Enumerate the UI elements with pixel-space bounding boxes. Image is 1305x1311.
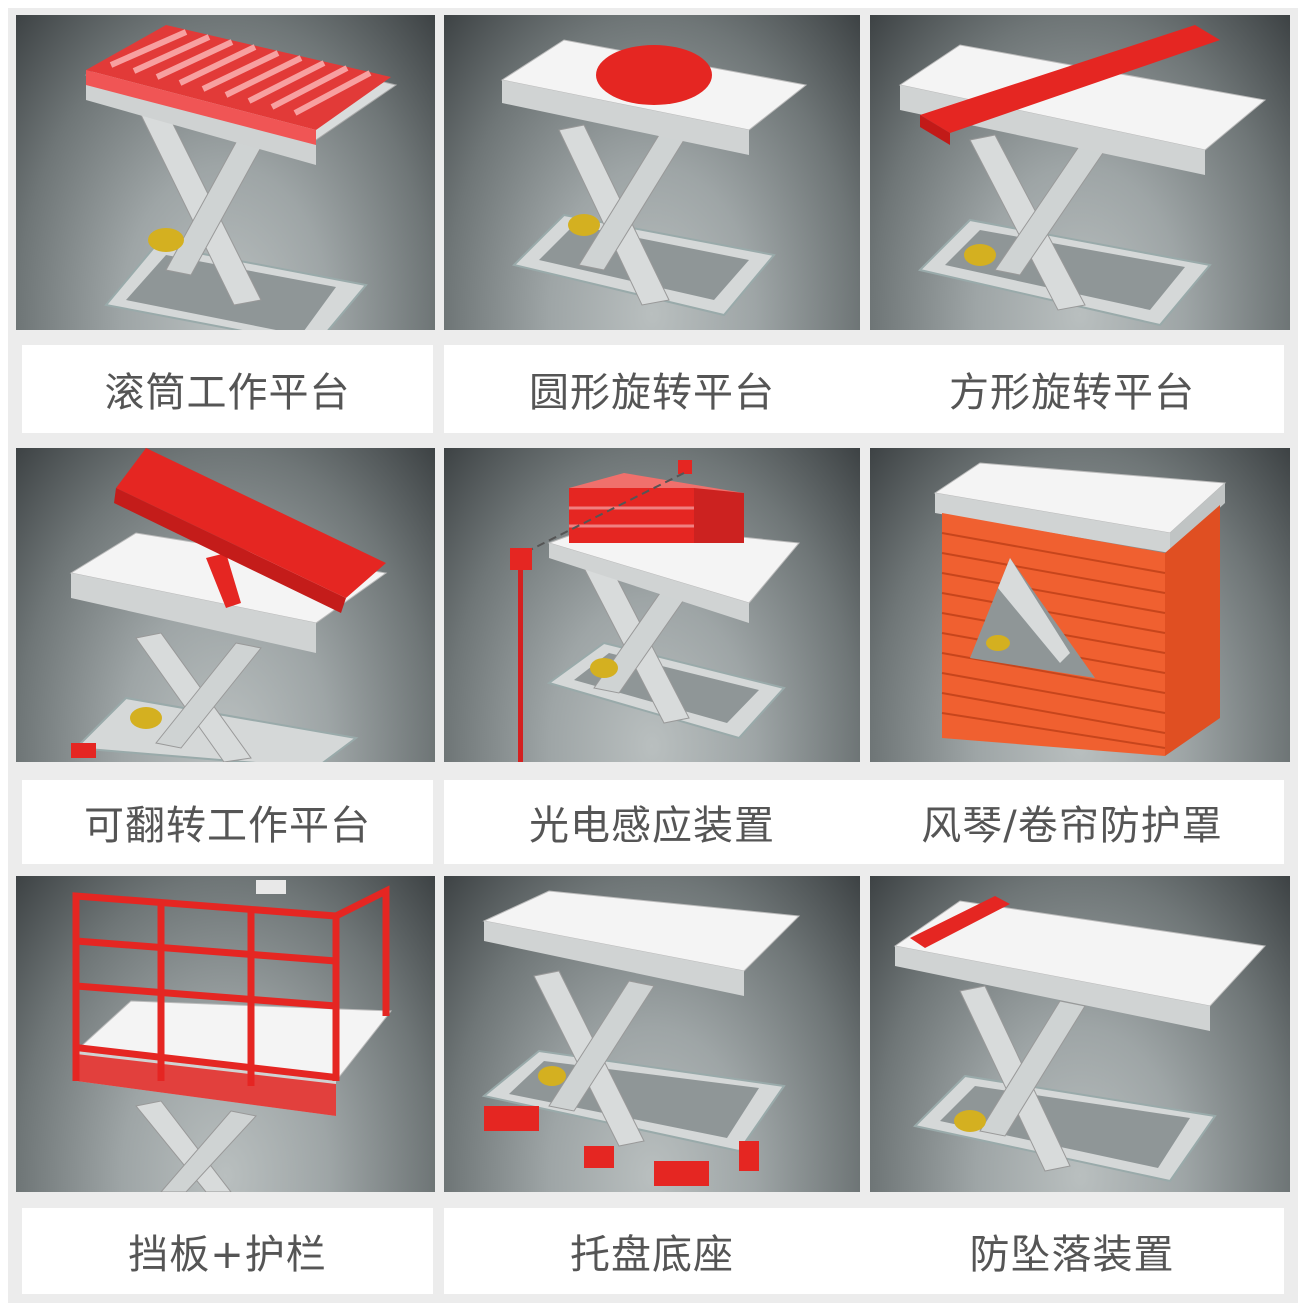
- label-text: 方形旋转平台: [949, 370, 1195, 416]
- photoelectric-sensor-image: [444, 448, 860, 762]
- round-rotating-platform-image: [444, 15, 860, 330]
- label-text: 防坠落装置: [969, 1232, 1175, 1278]
- guardrail-image: [16, 876, 435, 1192]
- pallet-base-image: [444, 876, 860, 1192]
- bellows-guard-icon: [933, 462, 1227, 756]
- label-square-rotating-platform: 方形旋转平台: [860, 345, 1284, 433]
- anti-fall-device-image: [870, 876, 1290, 1192]
- guardrail-icon: [72, 880, 392, 1192]
- pallet-base-icon: [481, 890, 801, 1186]
- label-anti-fall-device: 防坠落装置: [860, 1208, 1284, 1294]
- label-guardrail: 挡板+护栏: [22, 1208, 433, 1294]
- roller-platform-icon: [84, 25, 398, 330]
- label-tilting-platform: 可翻转工作平台: [22, 780, 433, 864]
- tilting-platform-image: [16, 448, 435, 762]
- anti-fall-device-icon: [893, 896, 1267, 1183]
- label-bellows-guard: 风琴/卷帘防护罩: [860, 780, 1284, 864]
- round-rotating-platform-icon: [500, 39, 808, 317]
- square-rotating-platform-image: [870, 15, 1290, 330]
- label-round-rotating-platform: 圆形旋转平台: [444, 345, 860, 433]
- roller-platform-image: [16, 15, 435, 330]
- bellows-guard-image: [870, 448, 1290, 762]
- label-pallet-base: 托盘底座: [444, 1208, 860, 1294]
- label-text: 光电感应装置: [529, 803, 775, 849]
- label-roller-platform: 滚筒工作平台: [22, 345, 433, 433]
- label-text: 挡板+护栏: [128, 1232, 327, 1278]
- label-text: 圆形旋转平台: [529, 370, 775, 416]
- tilting-platform-icon: [69, 448, 388, 762]
- label-text: 可翻转工作平台: [84, 803, 371, 849]
- label-text: 滚筒工作平台: [104, 370, 351, 416]
- square-rotating-platform-icon: [898, 25, 1267, 327]
- label-text: 托盘底座: [570, 1232, 734, 1278]
- label-text: 风琴/卷帘防护罩: [921, 803, 1223, 849]
- label-photoelectric-sensor: 光电感应装置: [444, 780, 860, 864]
- photoelectric-sensor-icon: [510, 460, 800, 762]
